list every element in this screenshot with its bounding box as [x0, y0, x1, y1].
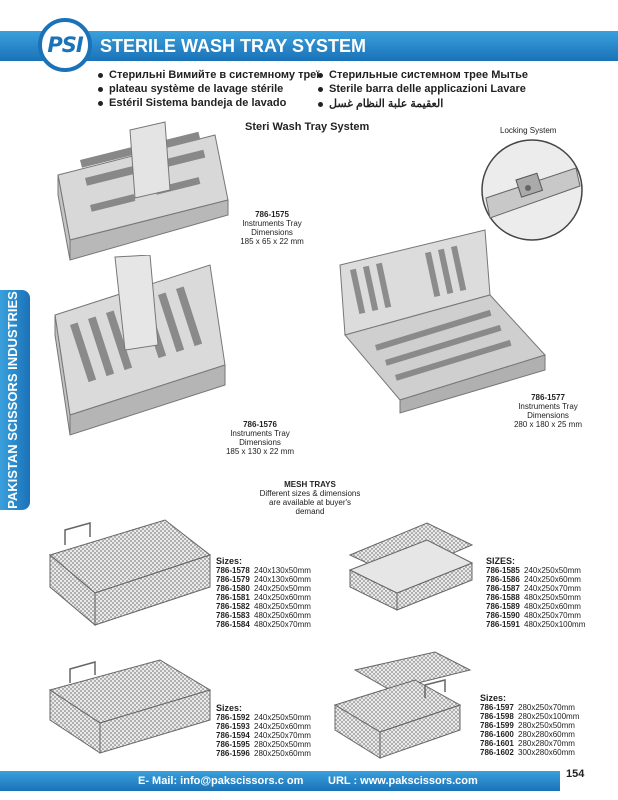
bullet-icon [318, 101, 323, 107]
mesh-tray-3-image [48, 659, 212, 754]
locking-system-image [481, 139, 583, 241]
mesh-tray-2-image [348, 522, 474, 611]
bullet-icon [98, 86, 103, 92]
logo-text: PSI [47, 33, 83, 57]
mesh-trays-heading: MESH TRAYS Different sizes & dimensions … [259, 480, 361, 516]
footer-url[interactable]: URL : www.pakscissors.com [328, 775, 478, 787]
product-1575-caption: 786-1575 Instruments Tray Dimensions 185… [240, 210, 304, 246]
side-band-text: PAKISTAN SCISSORS INDUSTRIES [5, 291, 20, 509]
mesh-tray-4-image [333, 651, 472, 759]
language-line-italian: Sterile barra delle applicazioni Lavare [318, 83, 526, 95]
side-band [0, 290, 30, 510]
company-logo: PSI [38, 18, 92, 72]
tray-1576-image [54, 255, 226, 436]
section-title: Steri Wash Tray System [245, 121, 370, 133]
locking-system-label: Locking System [500, 126, 557, 135]
tray-1577-image [339, 229, 546, 414]
page-title: STERILE WASH TRAY SYSTEM [100, 36, 367, 56]
language-line-russian: Стерильные системном трее Мытье [318, 69, 528, 81]
bullet-icon [98, 100, 103, 106]
footer-email[interactable]: E- Mail: info@pakscissors.c om [138, 775, 304, 787]
language-line-french: plateau système de lavage stérile [98, 83, 283, 95]
language-line-arabic: العقيمة علبة النظام غسل [318, 97, 443, 110]
product-1576-caption: 786-1576 Instruments Tray Dimensions 185… [225, 420, 295, 456]
bullet-icon [318, 86, 323, 92]
product-1577-caption: 786-1577 Instruments Tray Dimensions 280… [513, 393, 583, 429]
footer-band [0, 771, 560, 791]
tray-1575-image [57, 121, 229, 261]
bullet-icon [98, 72, 103, 78]
page-number: 154 [566, 768, 585, 780]
mesh-tray-1-image [48, 519, 212, 627]
language-line-spanish: Estéril Sistema bandeja de lavado [98, 97, 286, 109]
bullet-icon [318, 72, 323, 78]
header-band [0, 31, 618, 61]
language-line-ukrainian: Стерильні Вимийте в системному треї [98, 69, 319, 81]
